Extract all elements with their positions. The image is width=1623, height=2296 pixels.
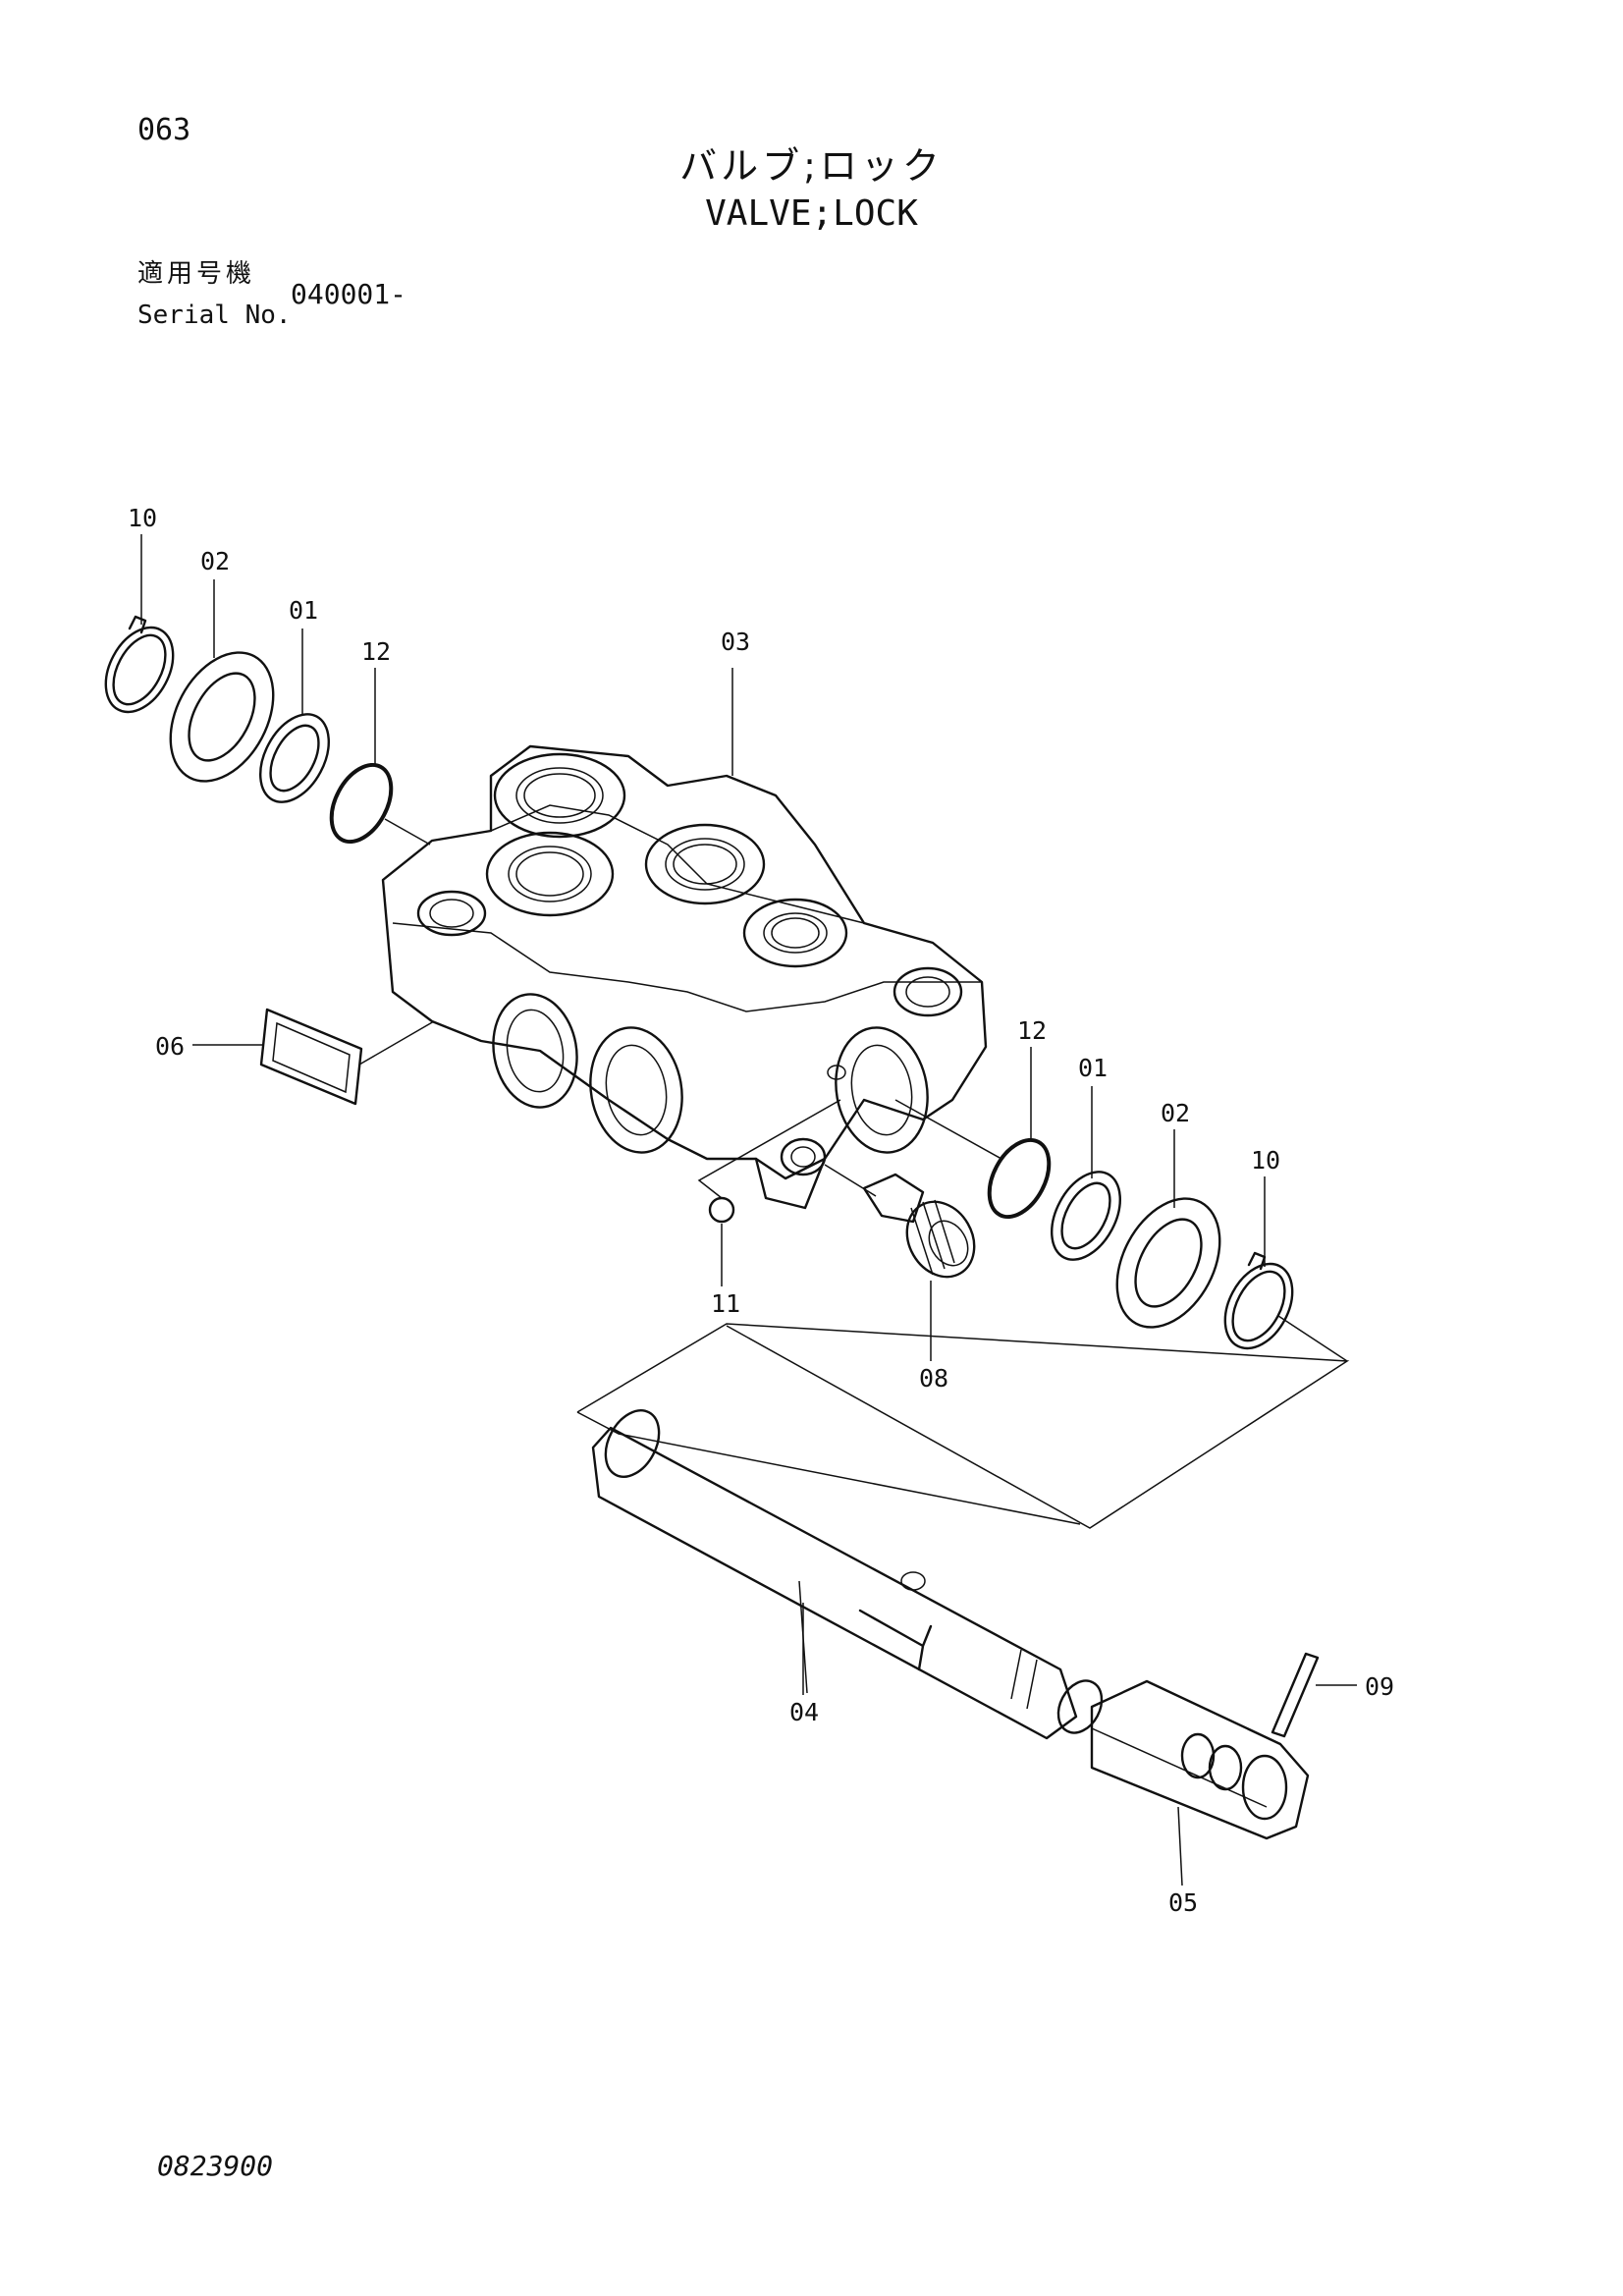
- callout-label-12-right: 12: [1017, 1016, 1047, 1045]
- callout-label-12-left: 12: [361, 637, 391, 666]
- ball-drawing: [708, 1196, 735, 1224]
- callout-label-10-right: 10: [1251, 1146, 1280, 1175]
- spool-drawing: [591, 1409, 1104, 1740]
- leader-lines: [140, 534, 1266, 1695]
- callout-label-05: 05: [1168, 1888, 1198, 1917]
- callout-label-04: 04: [789, 1698, 819, 1726]
- callout-label-02-left: 02: [200, 547, 230, 575]
- assembly-guide-lines: [576, 1099, 1350, 1529]
- lever-drawing: [1090, 1679, 1310, 1886]
- washer-right-drawing: [1115, 1197, 1221, 1329]
- callout-label-02-right: 02: [1161, 1099, 1190, 1127]
- pin-drawing: [1271, 1652, 1357, 1738]
- o-ring-left-drawing: [329, 762, 394, 845]
- plug-drawing: [824, 1164, 976, 1279]
- name-plate-drawing: [259, 1008, 435, 1106]
- callout-labels: 10 02 01 12 03 06 12 01 02 10 11 08 04 0…: [128, 504, 1394, 1917]
- page-number: 063: [137, 113, 191, 147]
- drawing-number: 0823900: [157, 2150, 274, 2182]
- o-ring-right-drawing: [987, 1137, 1052, 1220]
- callout-label-09: 09: [1365, 1672, 1394, 1701]
- snap-ring-right-drawing: [1223, 1251, 1294, 1350]
- snap-ring-left-drawing: [104, 615, 175, 714]
- valve-body-drawing: [381, 744, 988, 1210]
- callout-label-03: 03: [721, 628, 750, 656]
- title-english: VALVE;LOCK: [705, 193, 918, 234]
- serial-label-english: Serial No.: [137, 301, 292, 330]
- callout-label-08: 08: [919, 1364, 948, 1393]
- backup-ring-left-drawing: [259, 713, 330, 803]
- serial-number-value: 040001-: [291, 278, 407, 310]
- callout-label-01-left: 01: [289, 596, 318, 625]
- title-japanese: バルブ;ロック: [679, 144, 944, 188]
- washer-left-drawing: [169, 651, 275, 783]
- serial-label-japanese: 適用号機: [137, 259, 256, 289]
- callout-label-10-left: 10: [128, 504, 157, 532]
- callout-label-06: 06: [155, 1032, 185, 1061]
- backup-ring-right-drawing: [1051, 1171, 1121, 1261]
- callout-label-11: 11: [711, 1289, 740, 1318]
- callout-label-01-right: 01: [1078, 1054, 1108, 1082]
